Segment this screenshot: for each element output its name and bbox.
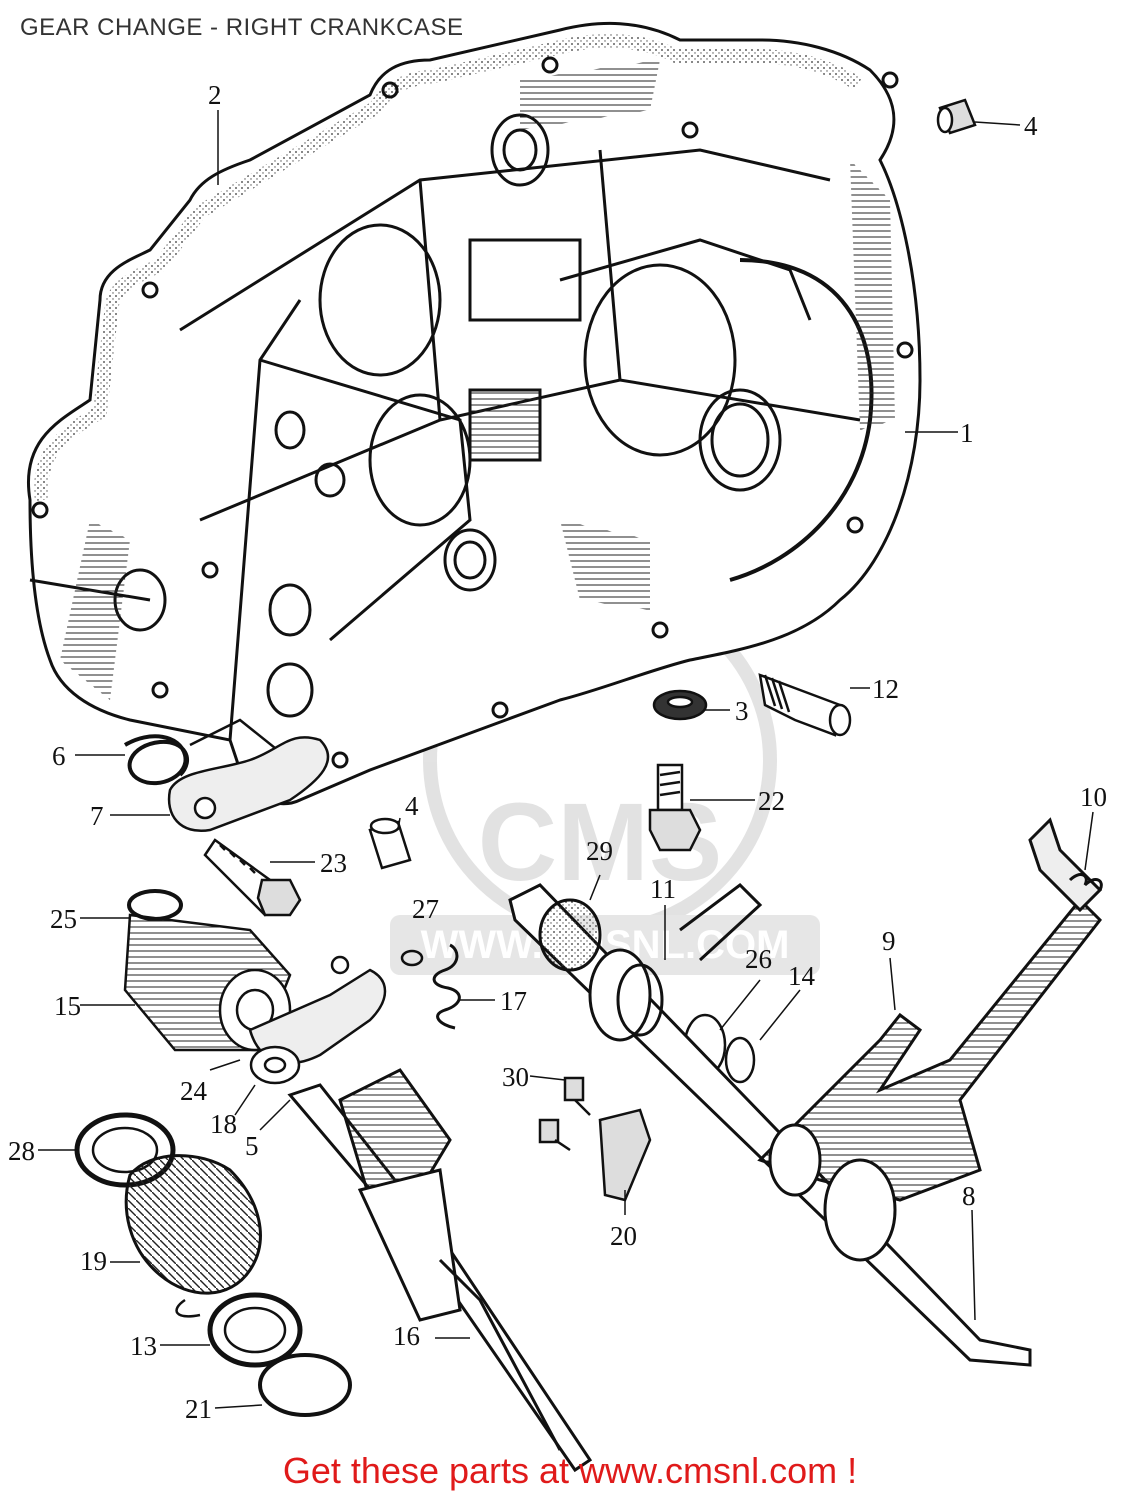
part-14-label: 14 [788, 961, 816, 991]
part-1-label: 2 [208, 80, 222, 110]
part-30-label: 30 [502, 1062, 529, 1092]
part-24-label: 24 [180, 1076, 208, 1106]
part-18-label: 18 [210, 1109, 237, 1139]
part-26-label: 26 [745, 944, 772, 974]
part-5-label: 5 [245, 1131, 259, 1161]
watermark: CMS WWW.CMSNL.COM [390, 583, 820, 975]
part-labels: 2 4 1 12 3 6 7 4 22 23 25 27 29 11 10 9 … [8, 80, 1107, 1424]
part-17-label: 17 [500, 986, 527, 1016]
small-parts-drawing [74, 98, 977, 1417]
part-11-label: 11 [650, 874, 676, 904]
part-1-label: 1 [960, 418, 974, 448]
leader-lines [38, 110, 1094, 1409]
part-15-label: 15 [54, 991, 81, 1021]
part-27-label: 27 [412, 894, 439, 924]
part-6-label: 6 [52, 741, 66, 771]
part-19-label: 19 [80, 1246, 107, 1276]
crankcase-drawing [27, 21, 922, 806]
part-20-label: 20 [610, 1221, 637, 1251]
part-9-label: 9 [882, 926, 896, 956]
part-25-label: 25 [50, 904, 77, 934]
part-7-label: 7 [90, 801, 104, 831]
part-13-label: 13 [130, 1331, 157, 1361]
part-28-label: 28 [8, 1136, 35, 1166]
part-4-label: 4 [1024, 111, 1038, 141]
part-4-label: 4 [405, 791, 419, 821]
page-title: GEAR CHANGE - RIGHT CRANKCASE [20, 14, 464, 41]
shaft-drawing [287, 817, 1103, 1473]
part-16-label: 16 [393, 1321, 420, 1351]
footer-link[interactable]: Get these parts at www.cmsnl.com ! [282, 1450, 858, 1491]
part-23-label: 23 [320, 848, 347, 878]
part-29-label: 29 [586, 836, 613, 866]
part-22-label: 22 [758, 786, 785, 816]
part-8-label: 8 [962, 1181, 976, 1211]
part-12-label: 12 [872, 674, 899, 704]
part-10-label: 10 [1080, 782, 1107, 812]
part-3-label: 3 [735, 696, 749, 726]
part-21-label: 21 [185, 1394, 212, 1424]
footer-banner: Get these parts at www.cmsnl.com ! [0, 1450, 1140, 1492]
